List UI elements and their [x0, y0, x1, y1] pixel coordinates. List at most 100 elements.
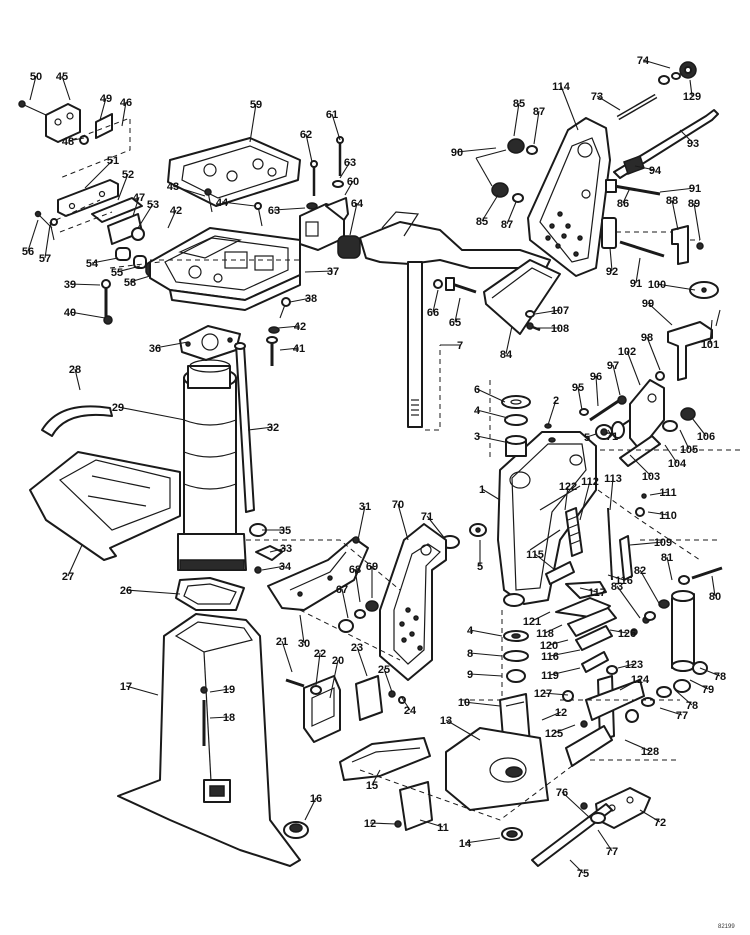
- callout-leader: [579, 480, 591, 521]
- callout-leader: [261, 565, 286, 571]
- callout-leader: [634, 165, 656, 171]
- callout-leader: [354, 568, 361, 603]
- callout-leader: [29, 75, 37, 101]
- part-callout: 56: [22, 246, 34, 258]
- part-callout: 12: [364, 818, 376, 830]
- part-callout: 63: [344, 157, 356, 169]
- part-callout: 94: [649, 165, 662, 177]
- callout-leader: [679, 429, 690, 450]
- callout-leader: [647, 511, 669, 516]
- callout-leader: [481, 194, 499, 222]
- part-callout: 120: [540, 640, 558, 652]
- callout-leader: [693, 202, 701, 241]
- callout-leader: [534, 553, 556, 571]
- callout-leader: [548, 639, 569, 646]
- callout-leader: [67, 137, 85, 142]
- part-callout: 85: [476, 216, 488, 228]
- part-callout: 82: [634, 565, 646, 577]
- callout-leader: [609, 629, 628, 634]
- part-callout: 128: [641, 746, 659, 758]
- callout-leader: [595, 375, 599, 407]
- callout-leader: [505, 325, 513, 355]
- callout-leader: [125, 589, 181, 595]
- figure-code: 82199: [718, 924, 735, 930]
- callout-leader: [476, 409, 509, 419]
- callout-leader: [349, 202, 358, 236]
- part-callout: 58: [124, 277, 136, 289]
- callout-leader: [469, 652, 503, 657]
- part-callout: 59: [250, 99, 262, 111]
- callout-leader: [125, 685, 159, 696]
- callout-leader: [481, 488, 501, 501]
- part-callout: 109: [654, 537, 672, 549]
- callout-leader: [476, 435, 506, 443]
- part-callout: 91: [630, 278, 642, 290]
- part-callout: 110: [659, 510, 677, 522]
- part-callout: 34: [279, 561, 292, 573]
- part-callout: 35: [279, 525, 291, 537]
- callout-leader: [639, 569, 661, 606]
- callout-leader: [659, 187, 696, 193]
- part-callout: 33: [280, 543, 292, 555]
- part-callout: 74: [637, 55, 650, 67]
- callout-leader: [339, 161, 351, 179]
- callout-leader: [547, 399, 557, 426]
- part-callout: 81: [661, 552, 673, 564]
- part-callout: 41: [293, 343, 305, 355]
- callout-leader: [121, 101, 127, 127]
- part-callout: 5: [477, 561, 483, 573]
- part-callout: 63: [268, 205, 280, 217]
- part-callout: 124: [631, 674, 650, 686]
- part-callout: 125: [545, 728, 563, 740]
- part-callout: 114: [552, 81, 571, 93]
- callout-leader: [99, 97, 107, 121]
- callout-leader: [549, 667, 581, 676]
- callout-leader: [579, 587, 598, 593]
- callout-leader: [69, 283, 101, 286]
- part-callout: 23: [351, 642, 363, 654]
- callout-leader: [432, 289, 439, 313]
- callout-leader: [426, 515, 447, 541]
- callout-leader: [464, 837, 501, 844]
- part-callout: 68: [349, 564, 361, 576]
- callout-leader: [609, 247, 613, 272]
- part-callout: 19: [223, 684, 235, 696]
- callout-leader: [597, 829, 613, 852]
- callout-leader: [401, 697, 411, 711]
- exhaust-tube-29: [177, 359, 247, 571]
- callout-leader: [397, 503, 409, 541]
- part-callout: 93: [687, 138, 699, 150]
- part-callout: 21: [276, 636, 288, 648]
- part-callout: 127: [534, 688, 552, 700]
- callout-leader: [172, 185, 206, 197]
- steering-arm-7: [359, 211, 551, 431]
- callout-leader: [642, 59, 671, 69]
- part-callout: 57: [39, 253, 51, 265]
- callout-leader: [476, 388, 506, 403]
- part-callout: 47: [133, 192, 145, 204]
- callout-leader: [533, 110, 540, 145]
- part-callout: 97: [607, 360, 619, 372]
- part-callout: 20: [332, 655, 344, 667]
- part-callout: 13: [440, 715, 452, 727]
- part-callout: 115: [526, 549, 544, 561]
- part-callout: 86: [617, 198, 629, 210]
- callout-leader: [656, 283, 696, 291]
- part-callout: 72: [654, 817, 666, 829]
- callout-leader: [371, 769, 381, 786]
- part-callout: 89: [688, 198, 700, 210]
- part-callout: 7: [457, 340, 463, 352]
- callout-leader: [167, 209, 177, 229]
- part-callout: 116: [541, 651, 559, 663]
- part-callout: 48: [62, 136, 74, 148]
- part-callout: 16: [310, 793, 322, 805]
- adapter-plate-37: [109, 227, 301, 311]
- clamp-bracket-70: [379, 523, 447, 681]
- part-callout: 87: [533, 106, 545, 118]
- callout-leader: [69, 311, 106, 319]
- callout-leader: [617, 663, 635, 669]
- callout-leader: [664, 444, 678, 464]
- callout-leader: [629, 454, 652, 477]
- part-callout: 85: [513, 98, 525, 110]
- callout-leader: [689, 79, 693, 97]
